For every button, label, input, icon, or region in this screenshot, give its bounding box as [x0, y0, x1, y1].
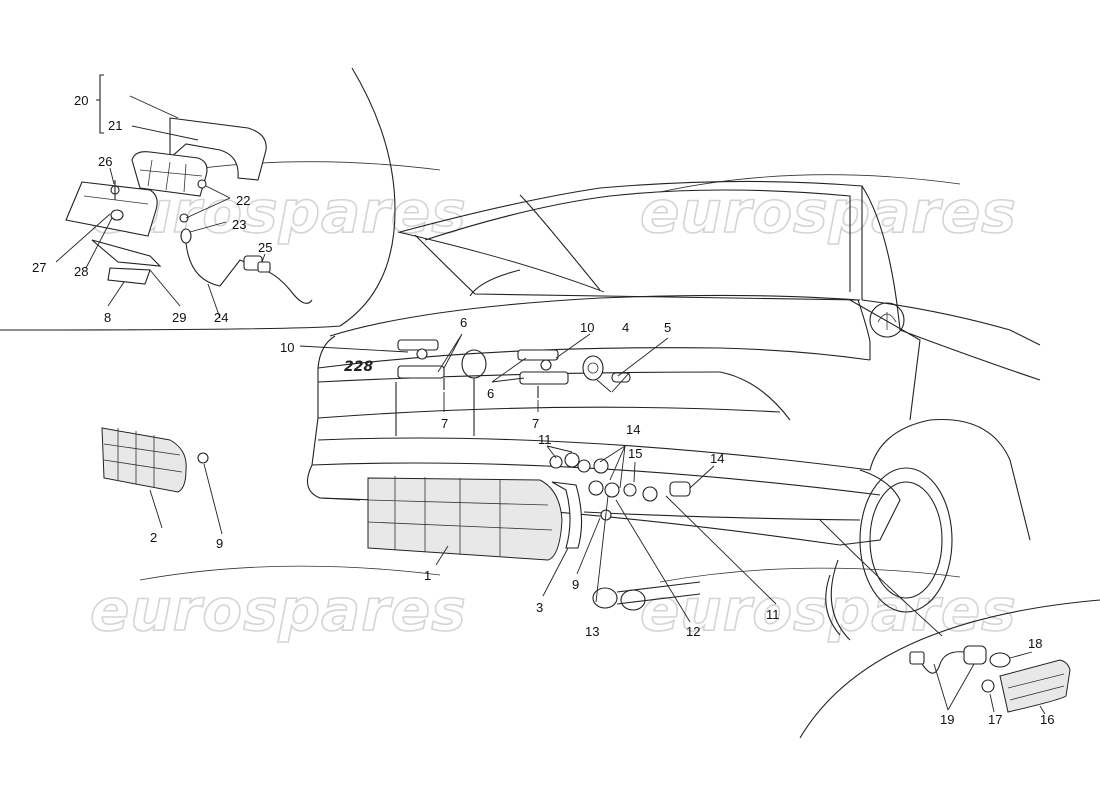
label-27: 27: [32, 260, 46, 275]
label-10-left: 10: [280, 340, 294, 355]
label-1: 1: [424, 568, 431, 583]
bulb-holder-4-5: [582, 355, 631, 383]
label-14-upper: 14: [626, 422, 640, 437]
label-23: 23: [232, 217, 246, 232]
watermarks: eurospares eurospares eurospares eurospa…: [89, 161, 1017, 645]
label-9-right: 9: [572, 577, 579, 592]
label-5: 5: [664, 320, 671, 335]
label-17: 17: [988, 712, 1002, 727]
watermark-bottom-right: eurospares: [640, 576, 1017, 644]
label-21: 21: [108, 118, 122, 133]
label-13: 13: [585, 624, 599, 639]
gasket-3: [551, 481, 583, 549]
leader-lines: [55, 95, 1046, 715]
side-marker-assembly: [909, 645, 1071, 713]
label-6-left: 6: [460, 315, 467, 330]
car-rear-drawing: [306, 180, 1041, 641]
side-light-2: [101, 427, 187, 493]
label-9-left: 9: [216, 536, 223, 551]
label-29: 29: [172, 310, 186, 325]
label-28: 28: [74, 264, 88, 279]
label-4: 4: [622, 320, 629, 335]
label-20: 20: [74, 93, 88, 108]
car-badge: 228: [344, 359, 373, 375]
label-7-right: 7: [532, 416, 539, 431]
label-18: 18: [1028, 636, 1042, 651]
label-11-lower: 11: [766, 607, 780, 622]
plate-light-right: [517, 349, 569, 398]
nut-9-left: [197, 452, 209, 464]
label-16: 16: [1040, 712, 1054, 727]
label-15: 15: [628, 446, 642, 461]
label-11-upper: 11: [538, 432, 552, 447]
label-12: 12: [686, 624, 700, 639]
detail-bubble-outline: [0, 67, 396, 331]
bracket-20: [96, 74, 104, 134]
label-22: 22: [236, 193, 250, 208]
label-19: 19: [940, 712, 954, 727]
part-labels: 1 2 9 3 9 13 12 11 11 14 15 14 10 6 7 10…: [32, 93, 1054, 727]
label-10-right: 10: [580, 320, 594, 335]
label-26: 26: [98, 154, 112, 169]
plate-light-left: [397, 339, 445, 390]
label-6-right: 6: [487, 386, 494, 401]
label-24: 24: [214, 310, 228, 325]
label-25: 25: [258, 240, 272, 255]
watermark-top-right: eurospares: [640, 178, 1017, 246]
bulb-cluster: [549, 452, 691, 502]
label-14-right: 14: [710, 451, 724, 466]
label-3: 3: [536, 600, 543, 615]
watermark-bottom-left: eurospares: [90, 576, 467, 644]
label-2: 2: [150, 530, 157, 545]
brake-light-assembly: [65, 117, 313, 304]
detail-bubble-outline-lower: [799, 599, 1100, 739]
tail-light-1: [367, 476, 563, 561]
label-8: 8: [104, 310, 111, 325]
label-7-left: 7: [441, 416, 448, 431]
